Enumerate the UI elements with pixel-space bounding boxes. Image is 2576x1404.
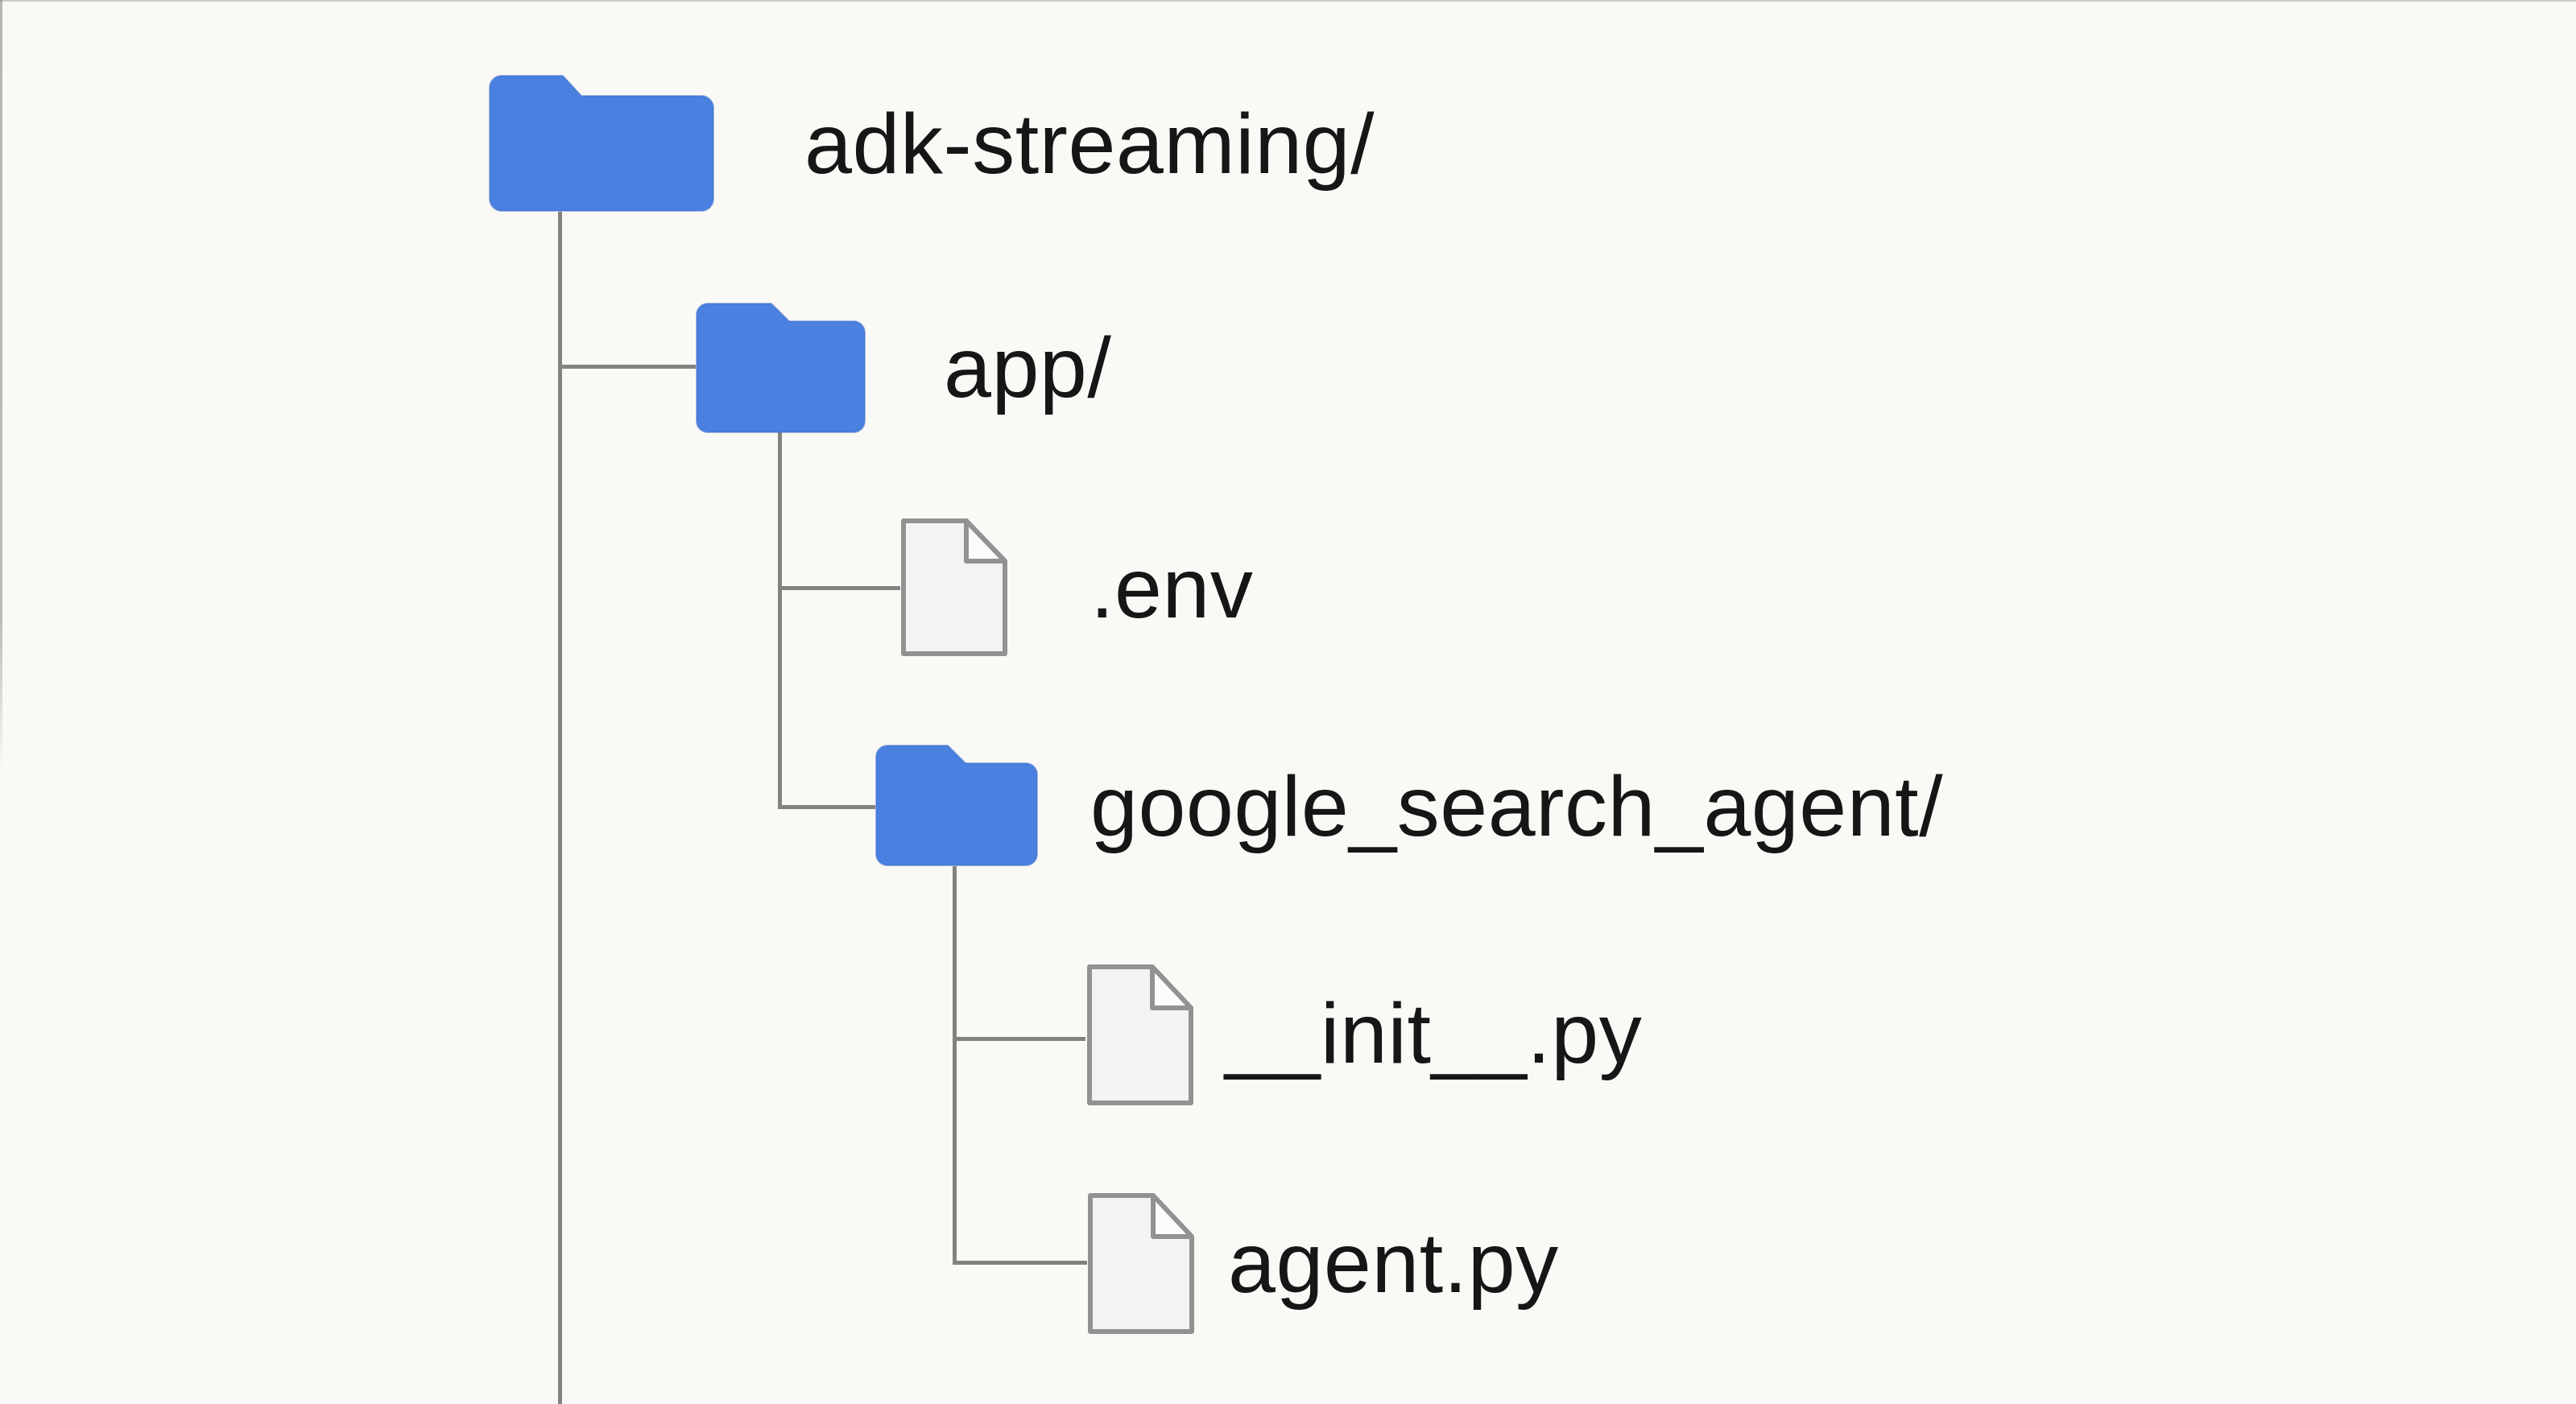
connector-line-env [779, 586, 900, 590]
tree-node-label: __init__.py [1225, 985, 1643, 1081]
folder-icon [489, 75, 714, 212]
file-icon [901, 518, 1007, 656]
tree-node-label: google_search_agent/ [1090, 758, 1944, 854]
connector-line-app [560, 365, 696, 369]
frame-top-edge [0, 0, 2576, 2]
folder-icon [696, 303, 866, 433]
folder-icon [875, 745, 1038, 866]
branch-line-adk-streaming [558, 212, 562, 1404]
file-icon [1088, 1193, 1194, 1334]
connector-line-init-py [954, 1037, 1085, 1041]
tree-node-label: .env [1090, 540, 1254, 636]
tree-node-label: agent.py [1228, 1215, 1559, 1311]
connector-line-agent-py [953, 1261, 1087, 1265]
tree-node-label: app/ [944, 320, 1112, 415]
branch-line-google-search-agent [953, 866, 957, 1265]
branch-line-app [778, 432, 782, 809]
frame-left-edge [0, 0, 2, 773]
connector-line-google-search-agent [778, 805, 875, 809]
tree-node-label: adk-streaming/ [804, 96, 1375, 192]
file-icon [1087, 964, 1193, 1105]
